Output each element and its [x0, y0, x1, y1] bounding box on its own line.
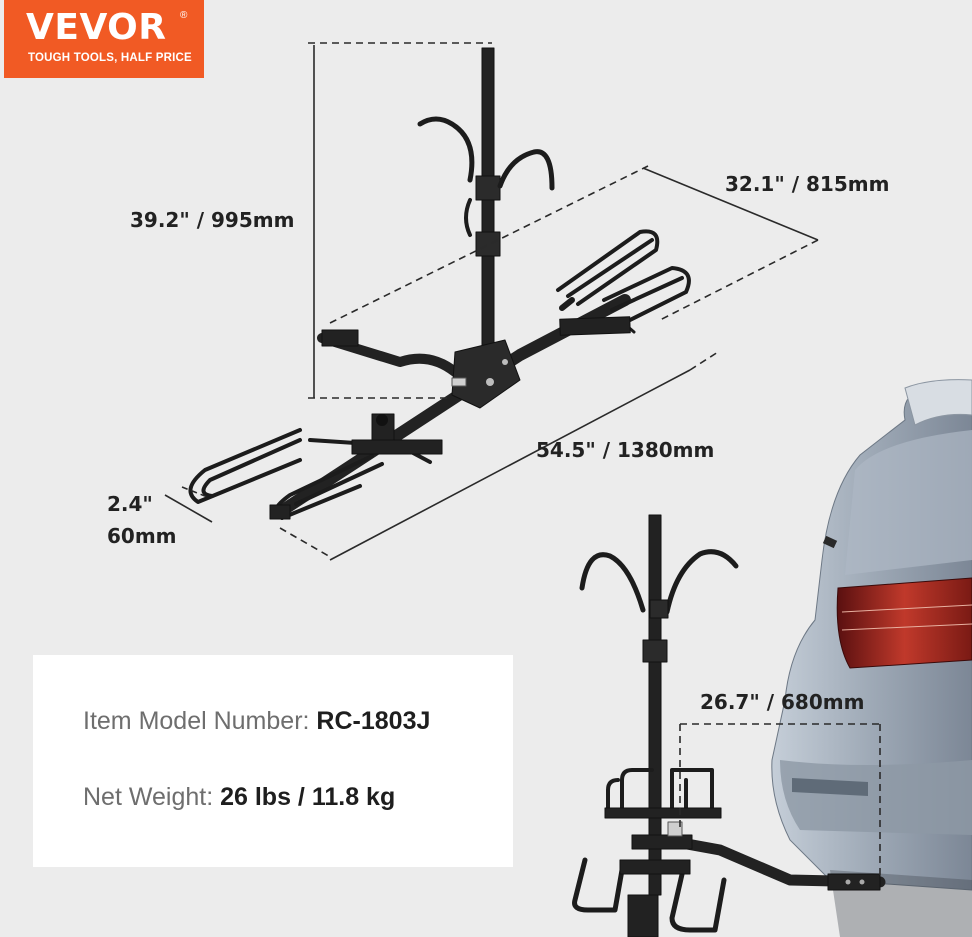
- net-weight-row: Net Weight: 26 lbs / 11.8 kg: [83, 783, 395, 812]
- unfolded-bike-rack: [188, 47, 691, 520]
- spec-card: Item Model Number: RC-1803J Net Weight: …: [33, 655, 513, 867]
- tube-dimension-label-mm: 60mm: [107, 524, 177, 548]
- tube-dimension-label-inches: 2.4": [107, 492, 153, 516]
- length-dimension-label: 54.5" / 1380mm: [536, 438, 715, 462]
- registered-mark: ®: [180, 10, 188, 21]
- model-number-value: RC-1803J: [316, 707, 431, 735]
- brand-logo: VEVOR ® TOUGH TOOLS, HALF PRICE: [4, 0, 204, 78]
- net-weight-value: 26 lbs / 11.8 kg: [220, 783, 396, 811]
- folded-bike-rack-on-car: [572, 514, 886, 937]
- folded-width-dimension-label: 26.7" / 680mm: [700, 690, 865, 714]
- car-rear: [771, 379, 972, 937]
- dimension-lines: [164, 42, 881, 875]
- model-number-label: Item Model Number:: [83, 707, 310, 735]
- height-dimension-label: 39.2" / 995mm: [130, 208, 295, 232]
- brand-name: VEVOR: [26, 7, 167, 48]
- brand-tagline: TOUGH TOOLS, HALF PRICE: [28, 52, 192, 64]
- model-number-row: Item Model Number: RC-1803J: [83, 707, 430, 736]
- net-weight-label: Net Weight:: [83, 783, 214, 811]
- depth-dimension-label: 32.1" / 815mm: [725, 172, 890, 196]
